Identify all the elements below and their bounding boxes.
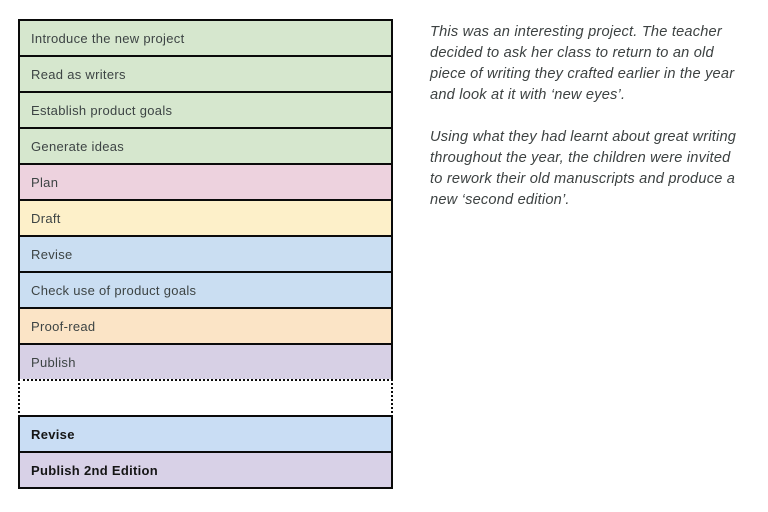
commentary: This was an interesting project. The tea… (430, 22, 746, 232)
table-row: Generate ideas (18, 127, 393, 165)
table-row: Read as writers (18, 55, 393, 93)
table-row-label: Establish product goals (31, 102, 173, 118)
table-row-label: Generate ideas (31, 138, 125, 154)
table-row-label: Proof-read (31, 318, 96, 334)
table-row-empty (18, 379, 393, 417)
table-row: Publish (18, 343, 393, 381)
commentary-paragraph-1: This was an interesting project. The tea… (430, 24, 735, 103)
table-row-label: Read as writers (31, 66, 126, 82)
table-row: Check use of product goals (18, 271, 393, 309)
commentary-paragraph-2: Using what they had learnt about great w… (430, 129, 737, 208)
table-row-label: Publish (31, 354, 76, 370)
table-row-label: Plan (31, 174, 59, 190)
table-row: Proof-read (18, 307, 393, 345)
table-row: Revise (18, 235, 393, 273)
table-row-label: Revise (31, 246, 73, 262)
table-row: Publish 2nd Edition (18, 451, 393, 489)
table-row-label: Revise (31, 426, 75, 442)
table-row-label: Check use of product goals (31, 282, 197, 298)
table-row-label: Publish 2nd Edition (31, 462, 159, 478)
table-row: Revise (18, 415, 393, 453)
table-row: Introduce the new project (18, 19, 393, 57)
table-row-label: Introduce the new project (31, 30, 185, 46)
table-row: Plan (18, 163, 393, 201)
table-row: Draft (18, 199, 393, 237)
table-row-label: Draft (31, 210, 61, 226)
table-row: Establish product goals (18, 91, 393, 129)
